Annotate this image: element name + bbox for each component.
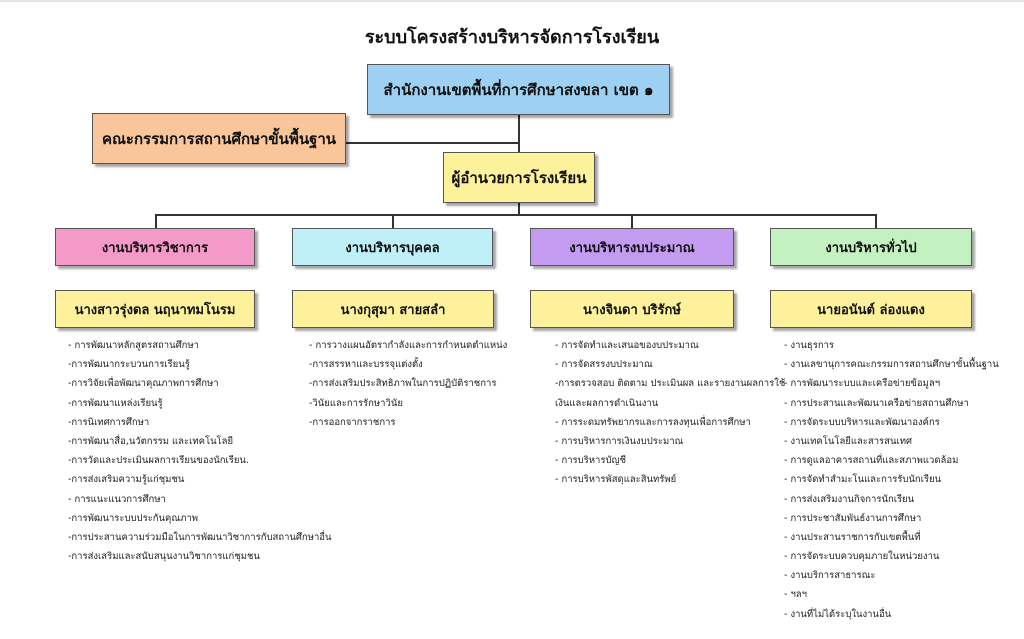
dept-academic-box: งานบริหารวิชาการ — [55, 228, 255, 266]
list-item: - ฯลฯ — [784, 589, 807, 601]
list-item: -การประสานความร่วมมือในการพัฒนาวิชาการกั… — [68, 531, 332, 543]
list-item: - การดูแลอาคารสถานที่และสภาพแวดล้อม — [784, 455, 959, 467]
list-item: - การวางแผนอัตรากำลังและการกำหนดตำแหน่ง — [309, 340, 508, 351]
list-item: - งานเลขานุการคณะกรรมการสถานศึกษาขั้นพื้… — [784, 359, 999, 371]
task-list-personnel: - การวางแผนอัตรากำลังและการกำหนดตำแหน่ง -… — [309, 336, 529, 432]
list-item: -การสรรหาและบรรจุแต่งตั้ง — [309, 359, 423, 371]
list-item: - งานประสานราชการกับเขตพื้นที่ — [784, 531, 921, 543]
task-list-academic: - การพัฒนาหลักสูตรสถานศึกษา -การพัฒนากระบ… — [68, 336, 338, 566]
dept-general-box: งานบริหารทั่วไป — [770, 228, 972, 266]
list-item: - การประชาสัมพันธ์งานการศึกษา — [784, 512, 922, 524]
head-personnel-box: นางกุสุมา สายสลำ — [292, 290, 494, 328]
list-item: - การจัดระบบควบคุมภายในหน่วยงาน — [784, 551, 940, 563]
list-item: - การบริหารพัสดุและสินทรัพย์ — [555, 474, 677, 486]
list-item: - การประสานและพัฒนาเครือข่ายสถานศึกษา — [784, 397, 969, 409]
list-item: -การวิจัยเพื่อพัฒนาคุณภาพการศึกษา — [68, 378, 219, 390]
list-item: -การส่งเสริมและสนับสนุนงานวิชาการแก่ชุมช… — [68, 551, 260, 563]
connector-director-down — [518, 203, 520, 215]
head-general-box: นายอนันต์ ล่องแดง — [770, 290, 972, 328]
list-item: - งานที่ไม่ได้ระบุในงานอื่น — [784, 608, 892, 620]
connector-drop-general — [875, 214, 877, 228]
list-item: - การจัดทำสำมะโนและการรับนักเรียน — [784, 474, 942, 486]
list-item: - การบริหารบัญชี — [555, 455, 627, 467]
connector-drop-academic — [155, 214, 157, 228]
list-item: - การจัดสรรงบประมาณ — [555, 359, 653, 371]
dept-budget-box: งานบริหารงบประมาณ — [530, 228, 734, 266]
list-item: - การจัดระบบบริหารและพัฒนาองค์กร — [784, 416, 940, 428]
connector-drop-personnel — [392, 214, 394, 228]
task-list-general: - งานธุรการ - งานเลขานุการคณะกรรมการสถานศ… — [784, 336, 1020, 624]
connector-office-to-director — [518, 115, 520, 153]
list-item: -การพัฒนากระบวนการเรียนรู้ — [68, 359, 190, 371]
head-academic-box: นางสาวรุ่งดล นฤนาทมโนรม — [55, 290, 255, 328]
task-list-budget: - การจัดทำและเสนอของบประมาณ - การจัดสรรงบ… — [555, 336, 786, 490]
connector-committee — [345, 142, 519, 144]
top-edge-line — [0, 0, 1024, 2]
head-budget-box: นางจินดา บริรักษ์ — [530, 290, 734, 328]
list-item: - งานบริการสาธารณะ — [784, 570, 876, 582]
list-item: เงินและผลการดำเนินงาน — [555, 397, 659, 409]
chart-title: ระบบโครงสร้างบริหารจัดการโรงเรียน — [364, 27, 660, 48]
list-item: -การตรวจสอบ ติดตาม ประเมินผล และรายงานผล… — [555, 378, 786, 390]
list-item: -การวัดและประเมินผลการเรียนของนักเรียน. — [68, 455, 249, 467]
list-item: -การส่งเสริมความรู้แก่ชุมชน — [68, 474, 185, 486]
director-box: ผู้อำนวยการโรงเรียน — [443, 152, 595, 203]
list-item: - การส่งเสริมงานกิจการนักเรียน — [784, 493, 915, 505]
list-item: -การนิเทศการศึกษา — [68, 416, 150, 428]
list-item: - การจัดทำและเสนอของบประมาณ — [555, 340, 699, 351]
list-item: - การบริหารการเงินงบประมาณ — [555, 435, 684, 447]
list-item: -วินัยและการรักษาวินัย — [309, 397, 403, 409]
list-item: - การระดมทรัพยากรและการลงทุนเพื่อการศึกษ… — [555, 416, 751, 428]
list-item: - การพัฒนาระบบและเครือข่ายข้อมูลฯ — [784, 378, 941, 390]
connector-drop-budget — [631, 214, 633, 228]
list-item: -การพัฒนาแหล่งเรียนรู้ — [68, 397, 163, 409]
connector-horizontal-bus — [155, 214, 877, 216]
committee-box: คณะกรรมการสถานศึกษาขั้นพื้นฐาน — [92, 113, 346, 164]
list-item: - การพัฒนาหลักสูตรสถานศึกษา — [68, 340, 199, 351]
dept-personnel-box: งานบริหารบุคคล — [292, 228, 493, 266]
list-item: -การพัฒนาระบบประกันคุณภาพ — [68, 512, 199, 524]
list-item: -การพัฒนาสื่อ,นวัตกรรม และเทคโนโลยี — [68, 435, 234, 447]
list-item: - การแนะแนวการศึกษา — [68, 493, 166, 505]
list-item: -การส่งเสริมประสิทธิภาพในการปฏิบัติราชกา… — [309, 378, 497, 390]
list-item: -การออกจากราชการ — [309, 416, 396, 428]
list-item: - งานธุรการ — [784, 340, 835, 351]
list-item: - งานเทคโนโลยีและสารสนเทศ — [784, 435, 912, 447]
office-box: สำนักงานเขตพื้นที่การศึกษาสงขลา เขต ๑ — [367, 64, 670, 115]
